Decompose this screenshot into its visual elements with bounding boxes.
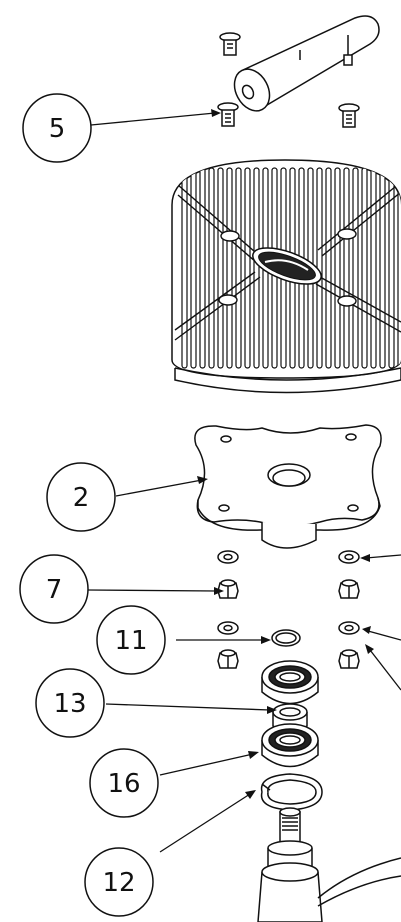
heatsink-fin xyxy=(199,167,206,369)
screw-mid-left xyxy=(217,102,239,127)
heatsink-fin xyxy=(226,167,233,369)
leader-line-12 xyxy=(159,793,251,853)
leader-line-right-3 xyxy=(369,649,401,691)
heatsink-fin xyxy=(334,167,341,369)
balloon-13: 13 xyxy=(35,668,105,738)
leader-line-13 xyxy=(105,703,271,711)
bearing-upper xyxy=(261,660,319,705)
balloon-label-5: 5 xyxy=(49,114,66,144)
heatsink-fin xyxy=(181,167,188,369)
bearing-lower xyxy=(261,723,319,768)
heatsink-fin xyxy=(325,167,332,369)
balloon-label-16: 16 xyxy=(107,769,140,799)
nut-left-2 xyxy=(217,649,239,669)
balloon-label-7: 7 xyxy=(46,575,63,605)
leader-line-right-2 xyxy=(367,630,401,641)
leader-line-7 xyxy=(87,589,218,592)
retaining-ring-large xyxy=(260,773,323,811)
mounting-flange xyxy=(194,424,382,549)
spindle-shaft xyxy=(257,807,401,922)
balloon-label-12: 12 xyxy=(102,868,135,898)
screw-mid-right xyxy=(338,103,360,128)
leader-line-5 xyxy=(90,112,216,126)
balloon-label-2: 2 xyxy=(73,483,90,513)
washer-right-1 xyxy=(338,550,360,564)
balloon-11: 11 xyxy=(96,605,166,675)
leader-line-2 xyxy=(115,479,203,497)
heatsink-fin xyxy=(244,167,251,369)
retaining-ring-small xyxy=(271,629,301,647)
washer-left-1 xyxy=(217,550,239,564)
heatsink-fin xyxy=(361,167,368,369)
leader-line-16 xyxy=(159,753,254,776)
balloon-2: 2 xyxy=(46,462,116,532)
washer-right-2 xyxy=(338,621,360,635)
washer-left-2 xyxy=(217,621,239,635)
heatsink-fin xyxy=(208,167,215,369)
balloon-label-11: 11 xyxy=(114,626,147,656)
handle-part xyxy=(233,15,380,112)
nut-left-1 xyxy=(217,579,239,599)
balloon-7: 7 xyxy=(19,554,89,624)
nut-right-2 xyxy=(338,649,360,669)
nut-right-1 xyxy=(338,579,360,599)
finned-top-plate xyxy=(171,159,401,394)
leader-line-right-1 xyxy=(365,554,401,559)
balloon-label-13: 13 xyxy=(53,689,86,719)
heatsink-fin xyxy=(217,167,224,369)
balloon-16: 16 xyxy=(89,748,159,818)
heatsink-fin xyxy=(370,167,377,369)
heatsink-fin xyxy=(253,167,260,369)
heatsink-fin xyxy=(352,167,359,369)
balloon-12: 12 xyxy=(84,847,154,917)
screw-top-left xyxy=(219,32,241,56)
balloon-5: 5 xyxy=(22,93,92,163)
heatsink-fin xyxy=(343,167,350,369)
heatsink-fin xyxy=(235,167,242,369)
